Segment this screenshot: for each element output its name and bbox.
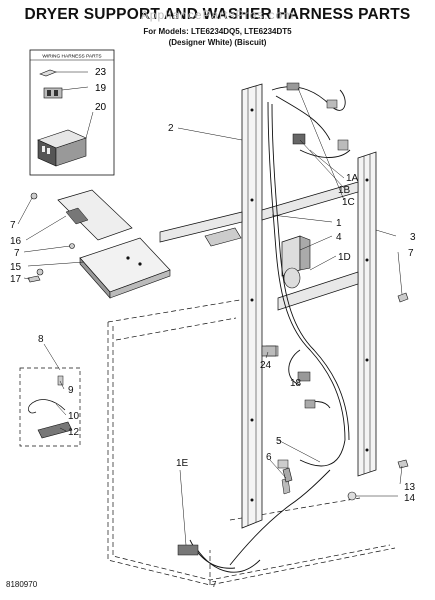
bracket-4 [281,235,311,277]
callout-1a: 1A [346,173,359,184]
callout-3: 3 [410,232,416,243]
callout-12: 12 [68,427,80,438]
hardware [27,275,409,501]
left-support-post [241,83,263,529]
inset-box-title: WIRING HARNESS PARTS [42,54,101,60]
page-number: 7 [212,580,217,589]
part-19-connector [43,86,89,99]
document-number: 8180970 [6,580,38,589]
harness-connectors [177,82,349,556]
harness-clamp-inset-box [19,367,81,447]
callout-6: 6 [266,452,272,463]
watermark: AppliancePartsPros.com [140,8,295,22]
callout-7-a: 7 [10,220,16,231]
callout-4: 4 [336,232,342,243]
part-23-clip [39,69,88,77]
callout-1b: 1B [338,185,351,196]
callout-5: 5 [276,436,282,447]
part-20-terminal-block [37,111,94,167]
callout-7-b: 7 [14,248,20,259]
variants-line: (Designer White) (Biscuit) [168,38,267,47]
callout-7-right: 7 [408,248,414,259]
callout-1e: 1E [176,458,189,469]
callout-15: 15 [10,262,22,273]
callout-13: 13 [404,482,416,493]
callout-1c: 1C [342,197,355,208]
callout-18: 18 [290,378,302,389]
callout-2: 2 [168,123,174,134]
support-plate-assembly [30,189,171,299]
cross-brace [159,181,359,311]
callout-10: 10 [68,411,80,422]
callout-17: 17 [10,274,22,285]
inset-part-20: 20 [95,102,107,113]
leader-lines [17,87,403,546]
wiring-harness-parts-box: WIRING HARNESS PARTS 23 19 [29,49,115,176]
callout-labels: 2 1A 1B 1C 1 4 1D 3 7 7 16 7 15 17 8 9 1… [10,123,416,504]
callout-24: 24 [260,360,272,371]
models-line: For Models: LTE6234DQ5, LTE6234DT5 [143,27,292,36]
callout-16: 16 [10,236,22,247]
wiring-harness [189,86,351,573]
right-support-post [357,151,377,477]
callout-9: 9 [68,385,74,396]
callout-1: 1 [336,218,342,229]
washer-cabinet-outline [107,299,396,586]
page-title: DRYER SUPPORT AND WASHER HARNESS PARTS [24,6,411,23]
callout-8: 8 [38,334,44,345]
callout-14: 14 [404,493,416,504]
inset-part-19: 19 [95,83,107,94]
inset-part-23: 23 [95,67,107,78]
callout-1d: 1D [338,252,351,263]
